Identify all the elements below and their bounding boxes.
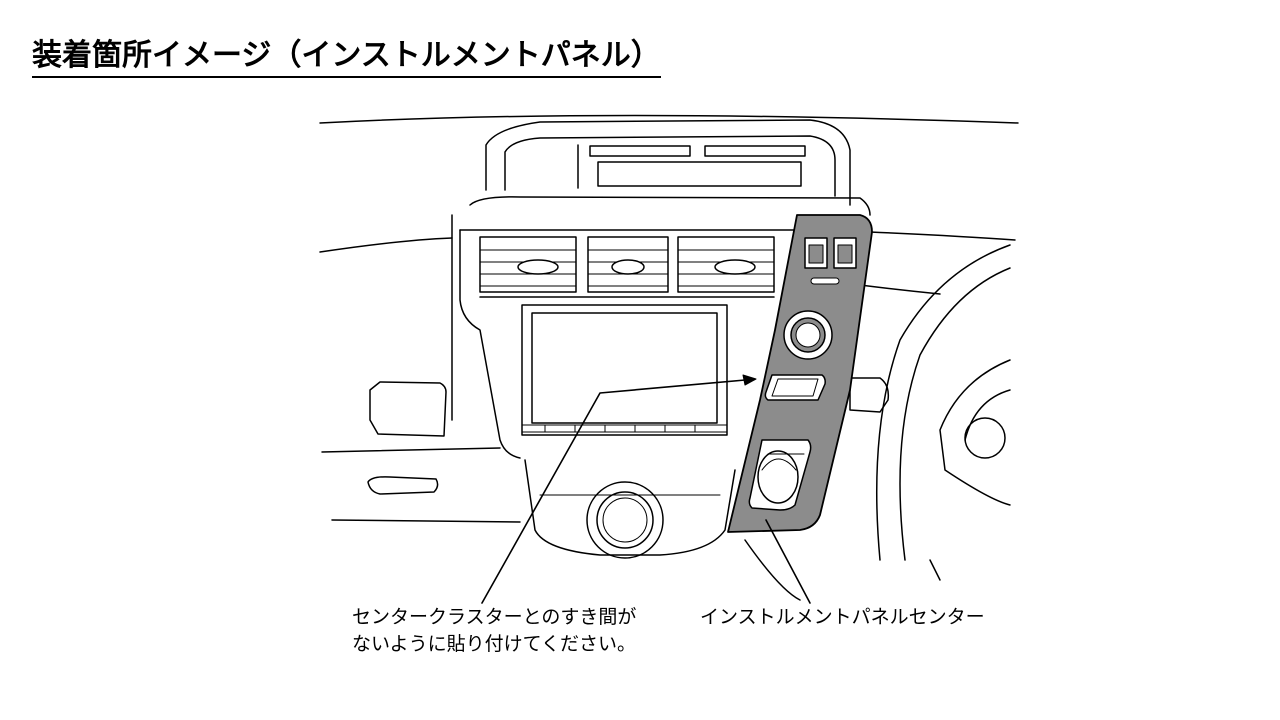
vent-right xyxy=(677,236,775,293)
hood-slot-left xyxy=(589,145,691,157)
dashboard-top-edge xyxy=(319,114,1019,124)
hood-display xyxy=(597,161,802,187)
vent-center xyxy=(587,236,669,293)
nav-screen xyxy=(531,312,718,424)
steering-button xyxy=(964,417,1006,459)
leader-line-left xyxy=(481,379,746,604)
indicator-strip xyxy=(810,277,840,285)
callout-gap-line1: センタークラスターとのすき間が xyxy=(352,606,637,628)
lower-cluster xyxy=(524,459,736,556)
hood-slot-right xyxy=(704,145,806,157)
vent-left xyxy=(479,236,577,293)
glovebox-handle xyxy=(367,476,439,495)
climate-dial-outer xyxy=(586,481,664,559)
callout-gap-line2: ないように貼り付けてください。 xyxy=(352,633,637,655)
vent-knob-center xyxy=(611,259,645,275)
leader-line-right xyxy=(765,519,811,604)
leader-arrow-left xyxy=(742,374,757,386)
center-cluster-outline xyxy=(469,196,871,216)
vent-knob-right xyxy=(714,259,756,275)
callout-gap-instruction: センタークラスターとのすき間が ないように貼り付けてください。 xyxy=(352,604,636,658)
callout-part-name: インストルメントパネルセンター xyxy=(700,606,985,628)
page-title: 装着箇所イメージ（インストルメントパネル） xyxy=(32,30,661,78)
steering-wheel-spoke xyxy=(939,359,1011,506)
nav-screen-frame xyxy=(521,304,728,436)
display-hood xyxy=(485,119,851,206)
vent-knob-left xyxy=(517,259,559,275)
climate-dial-inner xyxy=(596,491,654,549)
steering-wheel-outer xyxy=(875,244,1011,561)
left-side-vent xyxy=(369,381,447,437)
